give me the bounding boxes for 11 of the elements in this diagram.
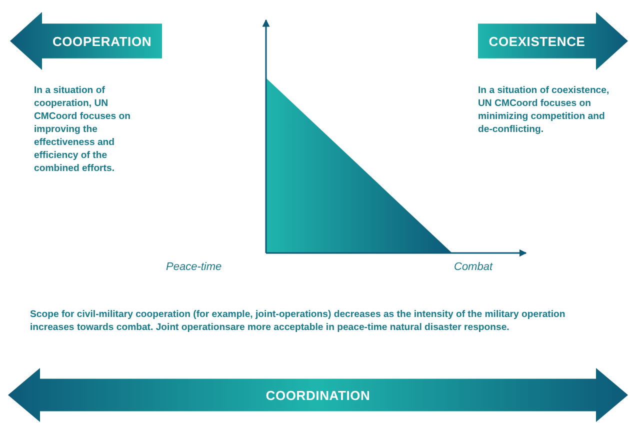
description-text: In a situation of coexistence, UN CMCoord focuses on minimizing competition and de-conflicting. [478,84,610,136]
axis-label: Combat [454,261,493,273]
double-arrow-banner [8,368,628,422]
note-text: Scope for civil-military cooperation (for example, joint-operations) decreases as the intensity of the military operation increases towards combat. Joint operationsare more acceptable in peace-time natural disaster response. [30,308,566,334]
right-arrow-banner [478,12,628,70]
banner-title: COOPERATION [52,34,152,48]
axis-label: Peace-time [166,261,222,273]
left-arrow-banner [10,12,162,70]
banner-title: COEXISTENCE [488,34,586,48]
description-text: In a situation of cooperation, UN CMCoord focuses on improving the effectiveness and efficiency of the combined efforts. [34,84,132,175]
banner-title: COORDINATION [266,388,370,402]
